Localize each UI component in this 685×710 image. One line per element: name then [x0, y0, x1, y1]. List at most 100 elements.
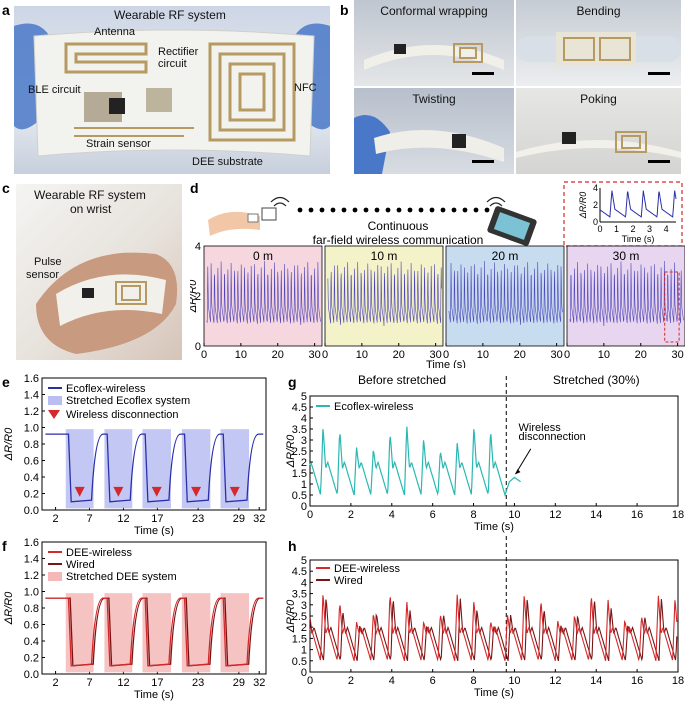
x-tick-label: 30	[672, 349, 684, 361]
comm-text-2: far-field wireless communication	[313, 233, 484, 247]
inset-y-tick-label: 2	[593, 200, 598, 210]
annotation-disconnection: disconnection	[519, 431, 586, 443]
x-axis-label: Time (s)	[474, 521, 514, 533]
wireless-line	[45, 433, 264, 503]
y-tick-label: 0.5	[292, 490, 307, 502]
disconnection-marker	[229, 486, 240, 497]
y-tick-label: 0.4	[24, 472, 39, 484]
x-axis-label: Time (s)	[474, 687, 514, 699]
segment-label: 20 m	[492, 249, 519, 263]
comm-dot	[462, 207, 468, 213]
x-tick-label: 12	[549, 509, 561, 521]
y-tick-label: 0.8	[24, 603, 39, 615]
y-tick-label: 1.0	[24, 423, 39, 435]
wired-line	[45, 597, 264, 667]
y-tick-label: 0	[195, 341, 201, 353]
header-before-stretched: Before stretched	[358, 373, 446, 387]
x-tick-label: 6	[430, 675, 436, 687]
x-tick-label: 12	[549, 675, 561, 687]
disconnection-marker	[74, 486, 85, 497]
x-tick-label: 32	[253, 677, 265, 689]
y-tick-label: 0.2	[24, 653, 39, 665]
tile-label-conformal-wrapping: Conformal wrapping	[380, 4, 488, 18]
y-tick-label: 1.6	[24, 537, 39, 549]
x-tick-label: 10	[508, 509, 520, 521]
x-tick-label: 14	[590, 509, 602, 521]
panel-label-c: c	[2, 180, 10, 196]
annotation-wireless: Wireless	[519, 422, 562, 434]
y-tick-label: 2.5	[292, 446, 307, 458]
disconnection-marker	[113, 486, 124, 497]
y-tick-label: 3.5	[292, 589, 307, 601]
disconnection-marker	[191, 486, 202, 497]
panel-label-a: a	[2, 2, 10, 18]
legend-swatch-shade	[48, 396, 62, 405]
x-tick-label: 16	[631, 675, 643, 687]
x-tick-label: 12	[117, 513, 129, 525]
tile-label-poking: Poking	[580, 92, 617, 106]
x-tick-label: 29	[233, 513, 245, 525]
label-pulse-1: Pulse	[34, 256, 62, 268]
y-tick-label: 0	[301, 501, 307, 513]
pulse-signal-line	[327, 261, 442, 327]
y-tick-label: 1.6	[24, 373, 39, 385]
y-tick-label: 0.0	[24, 505, 39, 517]
y-tick-label: 1.4	[24, 554, 39, 566]
comm-dot	[451, 207, 457, 213]
annotation-arrowhead	[515, 469, 521, 475]
comm-dot	[374, 207, 380, 213]
x-tick-label: 18	[672, 509, 684, 521]
x-tick-label: 30	[309, 349, 321, 361]
legend-label-marker: Wireless disconnection	[66, 409, 179, 421]
panel-label-e: e	[2, 374, 10, 390]
y-tick-label: 0.6	[24, 456, 39, 468]
x-tick-label: 4	[389, 509, 395, 521]
label-ble: BLE circuit	[28, 84, 81, 96]
x-tick-label: 6	[430, 509, 436, 521]
disconnection-marker	[151, 486, 162, 497]
label-pulse-2: sensor	[26, 269, 60, 281]
label-strain: Strain sensor	[86, 138, 151, 150]
y-tick-label: 1.5	[292, 633, 307, 645]
x-tick-label: 32	[253, 513, 265, 525]
x-tick-label: 20	[635, 349, 647, 361]
label-c-title-2: on wrist	[70, 202, 112, 216]
x-tick-label: 2	[348, 509, 354, 521]
wireless-line	[45, 597, 264, 667]
comm-dot	[473, 207, 479, 213]
y-tick-label: 1	[301, 479, 307, 491]
x-tick-label: 2	[348, 675, 354, 687]
communication-dots	[297, 207, 490, 213]
y-tick-label: 1.2	[24, 570, 39, 582]
x-tick-label: 10	[235, 349, 247, 361]
x-tick-label: 10	[598, 349, 610, 361]
legend-swatch-marker	[48, 410, 60, 419]
y-tick-label: 4	[301, 413, 307, 425]
segment-label: 10 m	[371, 249, 398, 263]
panel-label-b: b	[340, 2, 349, 18]
x-tick-label: 0	[307, 509, 313, 521]
zoom-box	[664, 271, 680, 343]
y-tick-label: 3.5	[292, 424, 307, 436]
y-tick-label: 5	[301, 391, 307, 403]
y-tick-label: 1	[301, 645, 307, 657]
x-tick-label: 8	[470, 675, 476, 687]
inset-x-tick-label: 4	[664, 224, 669, 234]
y-tick-label: 3	[301, 435, 307, 447]
inset-y-axis-label: ΔR/R0	[578, 192, 588, 220]
y-tick-label: 0.5	[292, 656, 307, 668]
y-tick-label: 2	[301, 457, 307, 469]
x-axis-label: Time (s)	[134, 525, 174, 536]
comm-dot	[440, 207, 446, 213]
x-tick-label: 23	[192, 513, 204, 525]
panel-label-h: h	[288, 538, 297, 554]
x-tick-label: 8	[470, 509, 476, 521]
x-tick-label: 20	[514, 349, 526, 361]
x-tick-label: 0	[564, 349, 570, 361]
y-tick-label: 5	[301, 555, 307, 567]
